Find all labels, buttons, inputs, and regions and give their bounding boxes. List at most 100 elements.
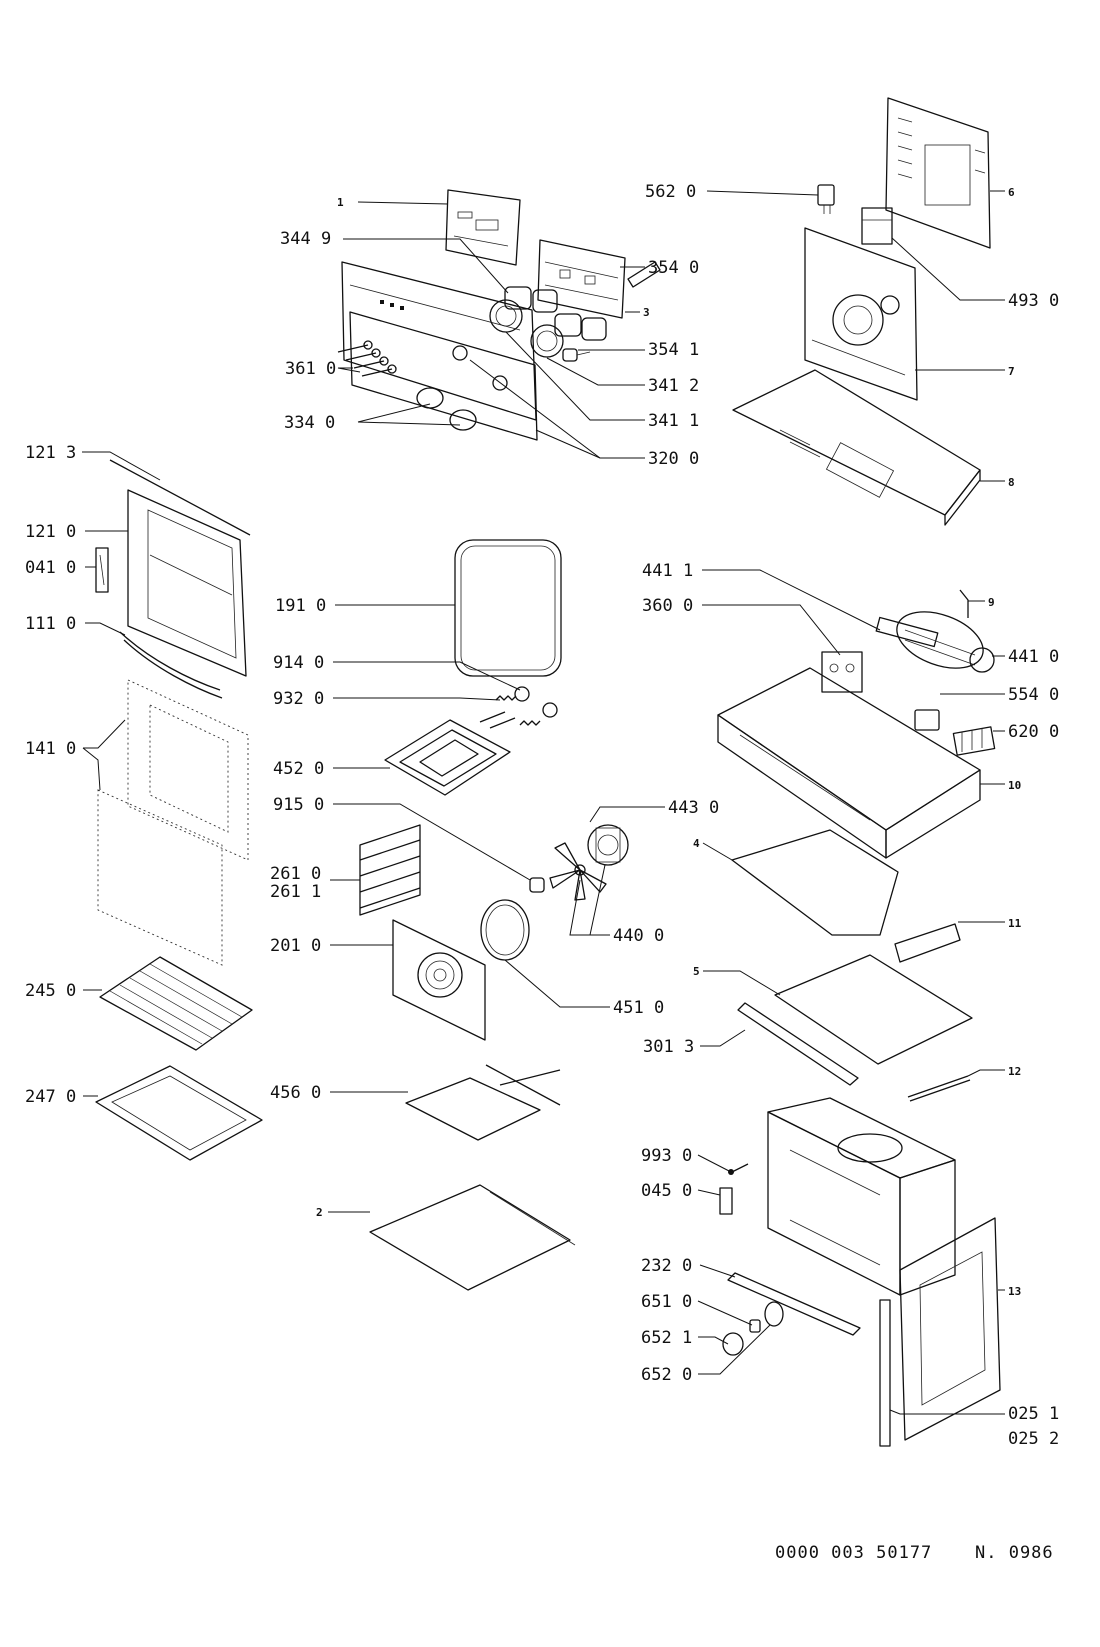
callout-121-3: 121 3 [25,443,76,463]
part-554-switch [914,709,940,731]
part-045-latch [719,1187,733,1215]
part-441-tangential-fan [875,589,995,673]
callout-3: 3 [643,306,650,319]
part-5-plate [774,954,973,1065]
part-6-rear-panel [885,97,991,249]
callout-354-0: 354 0 [648,258,699,278]
part-451-ring-element [480,899,530,961]
callout-341-1: 341 1 [648,411,699,431]
callout-111-0: 111 0 [25,614,76,634]
part-620-terminal-block [952,726,996,756]
callout-452-0: 452 0 [273,759,324,779]
callout-8: 8 [1008,476,1015,489]
callout-456-0: 456 0 [270,1083,321,1103]
part-201-fan-cover [392,919,486,1041]
callout-562-0: 562 0 [645,182,696,202]
part-12-rod [907,1075,971,1102]
edition-number: N. 0986 [975,1543,1054,1563]
callout-440-0: 440 0 [613,926,664,946]
callout-1: 1 [337,196,344,209]
callout-10: 10 [1008,779,1021,792]
part-8-top-cover [732,369,981,526]
callout-652-1: 652 1 [641,1328,692,1348]
part-915-bushing [529,877,545,893]
callout-4: 4 [693,837,700,850]
part-360-relay [821,651,863,693]
callout-7: 7 [1008,365,1015,378]
part-301-rail [737,1002,859,1086]
part-13-door-panel [899,1217,1001,1441]
callout-245-0: 245 0 [25,981,76,1001]
callout-554-0: 554 0 [1008,685,1059,705]
callout-651-0: 651 0 [641,1292,692,1312]
part-440-fan-blade [549,842,607,901]
part-993-screw [728,1163,749,1175]
part-111-handle [119,631,223,699]
callout-232-0: 232 0 [641,1256,692,1276]
callout-441-0: 441 0 [1008,647,1059,667]
callout-041-0: 041 0 [25,558,76,578]
callout-360-0: 360 0 [642,596,693,616]
callout-12: 12 [1008,1065,1021,1078]
part-562-cutout [817,184,835,214]
callout-025-1: 025 1 [1008,1404,1059,1424]
part-121-3-strip [109,459,251,536]
part-261-shelf-supports [359,824,421,916]
callout-341-2: 341 2 [648,376,699,396]
footer: 0000 003 50177 N. 0986 [775,1543,1054,1563]
callout-915-0: 915 0 [273,795,324,815]
part-2-base-plate [369,1184,576,1291]
callout-247-0: 247 0 [25,1087,76,1107]
callout-354-1: 354 1 [648,340,699,360]
callout-301-3: 301 3 [643,1037,694,1057]
part-341-knob-rings [489,299,564,358]
callout-11: 11 [1008,917,1022,930]
callout-6: 6 [1008,186,1015,199]
part-191-seal [454,539,562,677]
part-3-switch-strip [537,239,626,319]
part-354-0-fuse [627,261,661,288]
callout-652-0: 652 0 [641,1365,692,1385]
callout-025-2: 025 2 [1008,1429,1059,1449]
callout-121-0: 121 0 [25,522,76,542]
part-7-back-plate [804,227,918,401]
callout-914-0: 914 0 [273,653,324,673]
callout-451-0: 451 0 [613,998,664,1018]
callout-045-0: 045 0 [641,1181,692,1201]
part-11-bracket [894,923,961,963]
callout-993-0: 993 0 [641,1146,692,1166]
callout-191-0: 191 0 [275,596,326,616]
part-247-tray [95,1065,263,1161]
part-320-control-panel [341,261,538,441]
part-443-fan-motor [587,824,629,866]
part-232-front-rail [727,1272,861,1336]
part-025-hinge-strip [879,1299,891,1447]
callout-443-0: 443 0 [668,798,719,818]
part-493-transformer [861,207,893,245]
part-oven-cavity [767,1097,956,1296]
callout-labels: 1 344 9 354 0 3 354 1 361 0 341 2 341 1 … [25,182,1059,1449]
callout-493-0: 493 0 [1008,291,1059,311]
callout-261-0: 261 0 [270,864,321,884]
callout-141-0: 141 0 [25,739,76,759]
callout-5: 5 [693,965,700,978]
part-121-0-door-frame [127,489,247,677]
callout-344-9: 344 9 [280,229,331,249]
part-354-1-lamp [562,348,591,362]
callout-361-0: 361 0 [285,359,336,379]
callout-320-0: 320 0 [648,449,699,469]
callout-9: 9 [988,596,995,609]
part-361-push-buttons [337,340,397,377]
callout-932-0: 932 0 [273,689,324,709]
callout-620-0: 620 0 [1008,722,1059,742]
part-141-glass-panes [97,679,249,966]
part-456-bottom-element [405,1064,561,1141]
callout-441-1: 441 1 [642,561,693,581]
part-10-electronics-tray [717,667,981,859]
callout-334-0: 334 0 [284,413,335,433]
part-651-652-knobs [722,1301,784,1356]
part-245-wire-shelf [99,956,253,1051]
part-452-grill-element [384,711,516,796]
